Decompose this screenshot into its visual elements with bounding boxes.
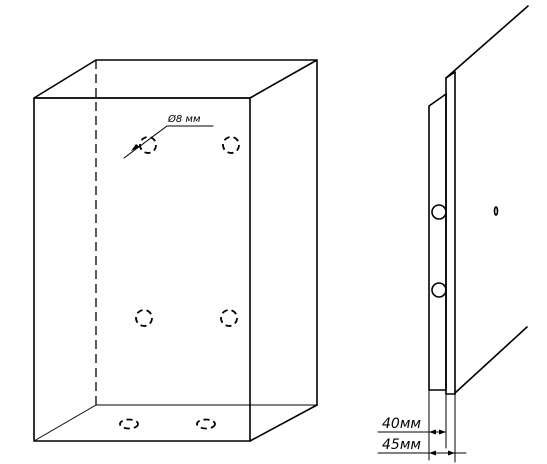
floor-hole-right [196, 418, 216, 430]
diameter-label: Ø8 мм [167, 113, 201, 125]
dimension-arrow-40-right [439, 429, 446, 435]
dimension-label-40: 40мм [382, 416, 421, 432]
mounting-hole-top-right [222, 136, 240, 154]
dimension-arrow-40-left [429, 429, 436, 435]
side-hole-lower [431, 282, 447, 298]
side-hole-upper [431, 204, 447, 220]
side-view: 40мм 45мм [377, 5, 529, 463]
dimension-arrow-45-left [429, 450, 436, 456]
wall-edge-bottom [454, 326, 528, 394]
mounting-hole-bottom-right [220, 309, 238, 327]
dimension-arrow-45-right [448, 450, 455, 456]
box-bottom-right-edge [249, 404, 318, 442]
wall-top-cap [445, 71, 456, 79]
box-hidden-bottom-diagonal [33, 404, 97, 442]
mounting-hole-top-left [139, 136, 157, 154]
box-front-face [33, 97, 251, 442]
mounting-hole-bottom-left [135, 309, 153, 327]
floor-hole-left [119, 418, 139, 430]
box-view: Ø8 мм [33, 59, 318, 442]
wall-slot [493, 206, 499, 216]
diameter-leader-line [123, 125, 168, 159]
dimension-label-45: 45мм [382, 437, 421, 453]
wall-edge-top [445, 5, 529, 79]
diameter-arrow-head [131, 144, 140, 151]
box-top-face [33, 59, 318, 99]
safe-side-panel [428, 93, 447, 391]
